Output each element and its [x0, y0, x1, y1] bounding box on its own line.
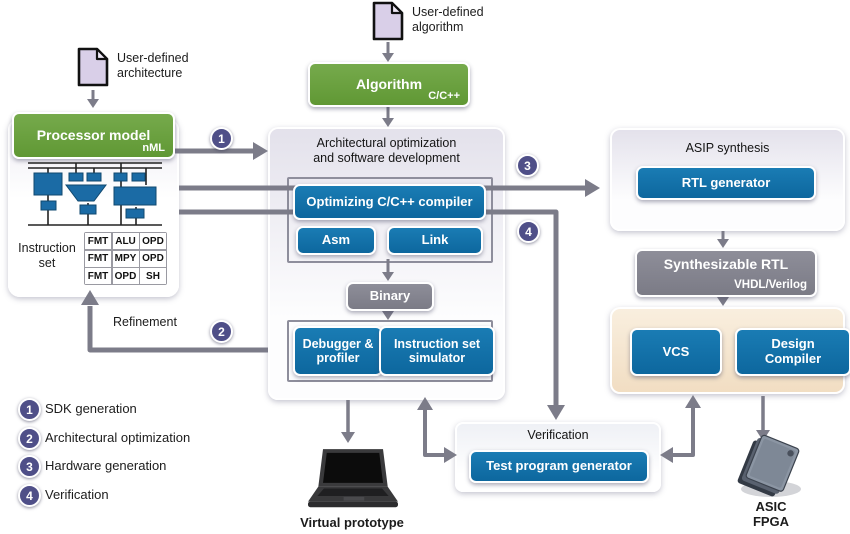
compiler-box: Optimizing C/C++ compiler [293, 184, 486, 220]
legend-label-2: Architectural optimization [45, 430, 191, 445]
arrow-1-processor-to-sdk [175, 142, 268, 160]
refinement-label: Refinement [113, 315, 177, 329]
iss-box-label: Instruction set simulator [393, 336, 481, 365]
design-compiler-label: Design Compiler [764, 336, 822, 366]
arrow-impl-verification-elbow [660, 395, 701, 463]
algorithm-doc-label: User-defined algorithm [412, 5, 484, 34]
instruction-table-cell: OPD [112, 268, 139, 284]
processor-model-label: Processor model [36, 127, 151, 144]
arrow-compilergroup-to-binary [382, 259, 394, 281]
instruction-table-cell: SH [140, 268, 166, 284]
asip-panel-title: ASIP synthesis [685, 141, 770, 155]
arrow-asip-to-synthrtl [717, 231, 729, 248]
synthesizable-rtl-box: Synthesizable RTL VHDL/Verilog [635, 249, 817, 297]
asic-fpga-label: ASIC FPGA [752, 499, 790, 530]
link-box-label: Link [421, 232, 449, 248]
processor-model-box: Processor model nML [12, 112, 175, 159]
test-program-generator-label: Test program generator [486, 458, 632, 474]
sdk-panel-title: Architectural optimization and software … [313, 136, 460, 165]
legend-badge-1: 1 [18, 398, 41, 421]
rtl-generator-box: RTL generator [636, 166, 816, 200]
arrow-sdk-verification-elbow [417, 397, 457, 463]
laptop-icon [308, 449, 398, 508]
instruction-table-cell: ALU [112, 233, 139, 249]
arrow-algorithm-to-sdk-panel [382, 106, 394, 127]
legend-badge-4: 4 [18, 484, 41, 507]
debugger-box: Debugger & profiler [293, 326, 383, 376]
arrow-architecture-to-processor [87, 90, 99, 108]
instruction-table-cell: FMT [85, 250, 111, 267]
instruction-table-cell: FMT [85, 233, 111, 249]
verification-panel-title: Verification [527, 428, 589, 442]
legend-label-3: Hardware generation [45, 458, 167, 473]
iss-box: Instruction set simulator [379, 326, 495, 376]
architecture-document-icon [77, 47, 109, 87]
asm-box: Asm [296, 226, 376, 255]
instruction-set-label: Instruction set [18, 241, 76, 270]
legend-badge-3: 3 [18, 455, 41, 478]
chip-icon [737, 434, 801, 497]
test-program-generator-box: Test program generator [469, 450, 649, 483]
vcs-box: VCS [630, 328, 722, 376]
link-box: Link [387, 226, 483, 255]
flow-badge-4: 4 [517, 220, 540, 243]
arrow-algorithm-doc-to-algorithm [382, 42, 394, 62]
arrow-sdk-to-virtual-prototype [341, 400, 355, 443]
arrow-2-refinement [81, 290, 268, 353]
algorithm-box: Algorithm C/C++ [308, 62, 470, 107]
flow-badge-2: 2 [210, 320, 233, 343]
instruction-table-cell: OPD [140, 233, 166, 249]
design-compiler-box: Design Compiler [735, 328, 850, 376]
architecture-doc-label: User-defined architecture [117, 51, 189, 80]
legend-label-1: SDK generation [45, 401, 137, 416]
rtl-generator-label: RTL generator [681, 174, 771, 190]
algorithm-box-label: Algorithm [355, 76, 423, 93]
processor-model-tag: nML [142, 142, 165, 155]
instruction-table-cell: MPY [112, 250, 139, 267]
flow-badge-1: 1 [210, 127, 233, 150]
debugger-box-label: Debugger & profiler [302, 336, 374, 365]
binary-box: Binary [346, 282, 434, 311]
compiler-group-frame [287, 177, 493, 263]
algorithm-document-icon [372, 1, 404, 41]
binary-box-label: Binary [369, 288, 411, 304]
algorithm-box-tag: C/C++ [428, 90, 460, 103]
legend-label-4: Verification [45, 487, 109, 502]
datapath-schematic [28, 162, 162, 226]
asm-box-label: Asm [321, 232, 351, 248]
instruction-table-cell: FMT [85, 268, 111, 284]
synthesizable-rtl-label: Synthesizable RTL [663, 256, 789, 272]
instruction-table-cell: OPD [140, 250, 166, 267]
virtual-prototype-label: Virtual prototype [300, 515, 404, 530]
compiler-box-label: Optimizing C/C++ compiler [306, 193, 473, 209]
vcs-box-label: VCS [662, 343, 690, 359]
legend-badge-2: 2 [18, 427, 41, 450]
synthesizable-rtl-tag: VHDL/Verilog [734, 278, 807, 291]
flow-badge-3: 3 [516, 154, 539, 177]
